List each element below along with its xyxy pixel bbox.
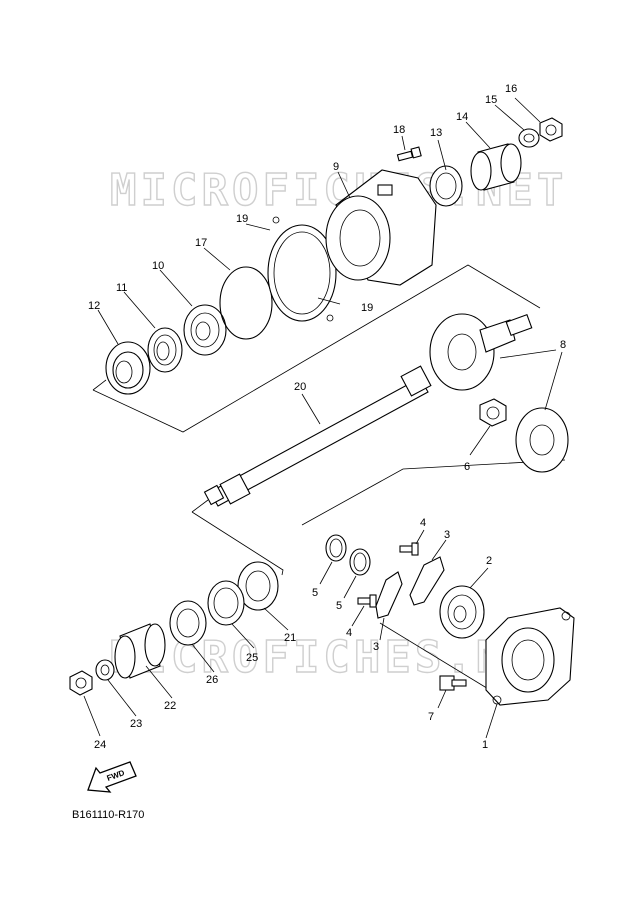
part-5-shim-a [325, 534, 347, 562]
callout-16: 16 [505, 83, 517, 95]
part-17-o-ring [219, 266, 273, 340]
part-19-gasket [267, 216, 337, 322]
part-3-plate-a [409, 556, 445, 606]
callout-19a: 19 [236, 213, 248, 225]
part-12-race [105, 341, 151, 395]
part-14-sleeve [470, 143, 522, 191]
part-8-ring-gear [429, 313, 533, 391]
callout-17: 17 [195, 237, 207, 249]
part-6-nut [479, 398, 507, 427]
callout-26: 26 [206, 674, 218, 686]
callout-labels: 1 2 3 3 4 4 5 5 6 7 8 9 10 11 12 13 14 1… [88, 83, 566, 751]
part-11-needle-bearing [147, 327, 183, 373]
part-7-bolt [439, 675, 467, 691]
callout-5a: 5 [312, 587, 318, 599]
callout-10: 10 [152, 260, 164, 272]
part-23-washer [95, 659, 115, 681]
part-22-sleeve [114, 623, 166, 679]
part-21-bearing [237, 561, 279, 611]
callout-20: 20 [294, 381, 306, 393]
callout-3b: 3 [373, 641, 379, 653]
callout-19b: 19 [361, 302, 373, 314]
callout-4a: 4 [420, 517, 426, 529]
callout-2: 2 [486, 555, 492, 567]
callout-7: 7 [428, 711, 434, 723]
callout-4b: 4 [346, 627, 352, 639]
part-16-nut [539, 117, 563, 142]
callout-5b: 5 [336, 600, 342, 612]
callout-13: 13 [430, 127, 442, 139]
part-3-plate-b [375, 571, 403, 619]
callout-18: 18 [393, 124, 405, 136]
part-15-washer [518, 128, 540, 148]
callout-8: 8 [560, 339, 566, 351]
part-4-screw-a [399, 542, 419, 556]
part-24-nut [69, 670, 93, 696]
part-8-pinion [515, 407, 569, 473]
part-2-bearing [439, 585, 485, 639]
callout-6: 6 [464, 461, 470, 473]
part-4-screw-b [357, 594, 377, 608]
part-20-shaft [203, 365, 432, 507]
part-1-housing [485, 607, 575, 706]
group-frame-upper [92, 264, 541, 433]
part-18-bolt [396, 146, 422, 162]
callout-15: 15 [485, 94, 497, 106]
callout-12: 12 [88, 300, 100, 312]
part-26-seal [169, 600, 207, 646]
callout-1: 1 [482, 739, 488, 751]
leader-lines [83, 97, 563, 739]
part-10-ball-bearing [183, 304, 227, 356]
callout-21: 21 [284, 632, 296, 644]
part-25-cage [207, 580, 245, 626]
callout-25: 25 [246, 652, 258, 664]
diagram-code: B161110-R170 [72, 809, 144, 821]
part-9-housing [325, 169, 437, 286]
callout-22: 22 [164, 700, 176, 712]
callout-24: 24 [94, 739, 106, 751]
callout-9: 9 [333, 161, 339, 173]
callout-3a: 3 [444, 529, 450, 541]
fwd-arrow-icon: FWD [87, 761, 137, 793]
part-13-seal [429, 165, 463, 207]
callout-23: 23 [130, 718, 142, 730]
callout-11: 11 [116, 282, 127, 294]
part-5-shim-b [349, 548, 371, 576]
callout-14: 14 [456, 111, 468, 123]
